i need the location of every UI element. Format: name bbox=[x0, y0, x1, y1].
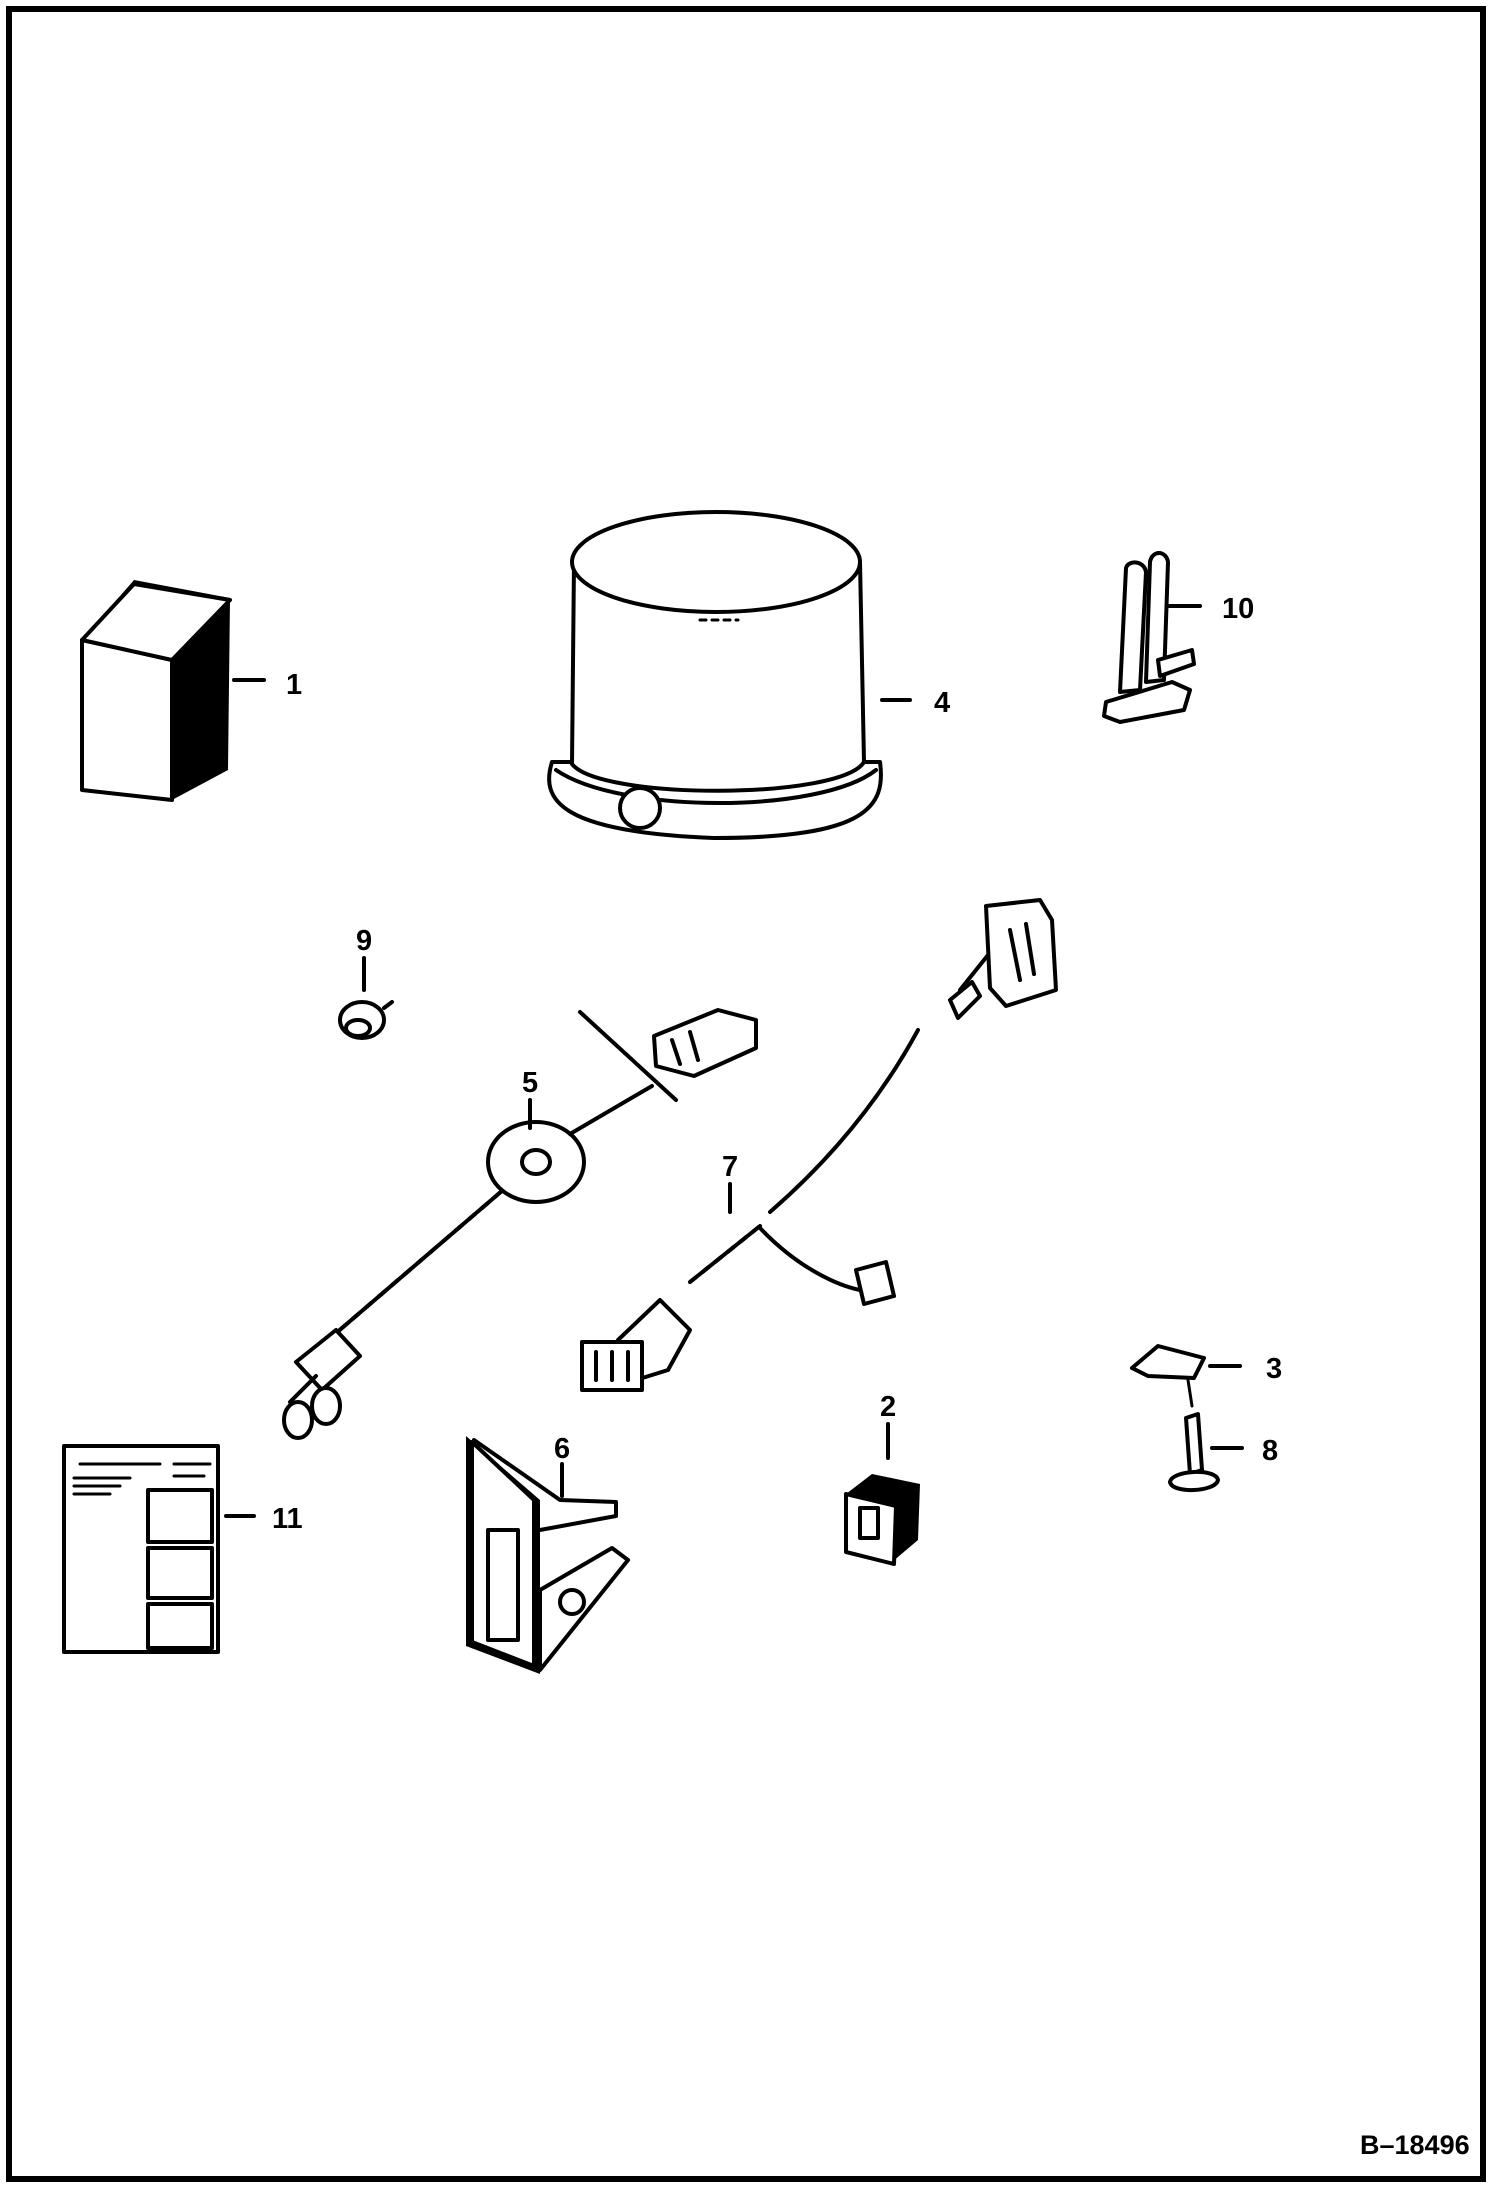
part-6-bracket bbox=[466, 1436, 630, 1674]
callout-11: 11 bbox=[272, 1503, 303, 1535]
callout-1: 1 bbox=[286, 669, 302, 701]
part-4-beacon-light bbox=[547, 510, 883, 840]
part-9-plug bbox=[338, 1000, 394, 1040]
part-5-harness bbox=[282, 1008, 758, 1440]
part-1-module-box bbox=[80, 580, 232, 802]
figure-id: B–18496 bbox=[1360, 2130, 1470, 2160]
callout-3: 3 bbox=[1266, 1353, 1282, 1385]
callout-8: 8 bbox=[1262, 1435, 1278, 1467]
callout-5: 5 bbox=[522, 1067, 538, 1099]
part-8-screw bbox=[1168, 1412, 1220, 1493]
callout-10: 10 bbox=[1222, 593, 1254, 625]
part-10-bracket bbox=[1102, 551, 1196, 724]
part-11-instruction-sheet bbox=[62, 1444, 220, 1654]
callout-4: 4 bbox=[934, 687, 950, 719]
diagram-frame bbox=[6, 6, 1486, 2182]
callout-2: 2 bbox=[880, 1391, 896, 1423]
callout-7: 7 bbox=[722, 1151, 738, 1183]
part-2-switch bbox=[844, 1474, 920, 1566]
callout-9: 9 bbox=[356, 925, 372, 957]
part-3-clip bbox=[1130, 1344, 1206, 1408]
callout-6: 6 bbox=[554, 1433, 570, 1465]
leader-lines bbox=[224, 604, 1244, 1518]
part-7-harness bbox=[580, 898, 1058, 1392]
